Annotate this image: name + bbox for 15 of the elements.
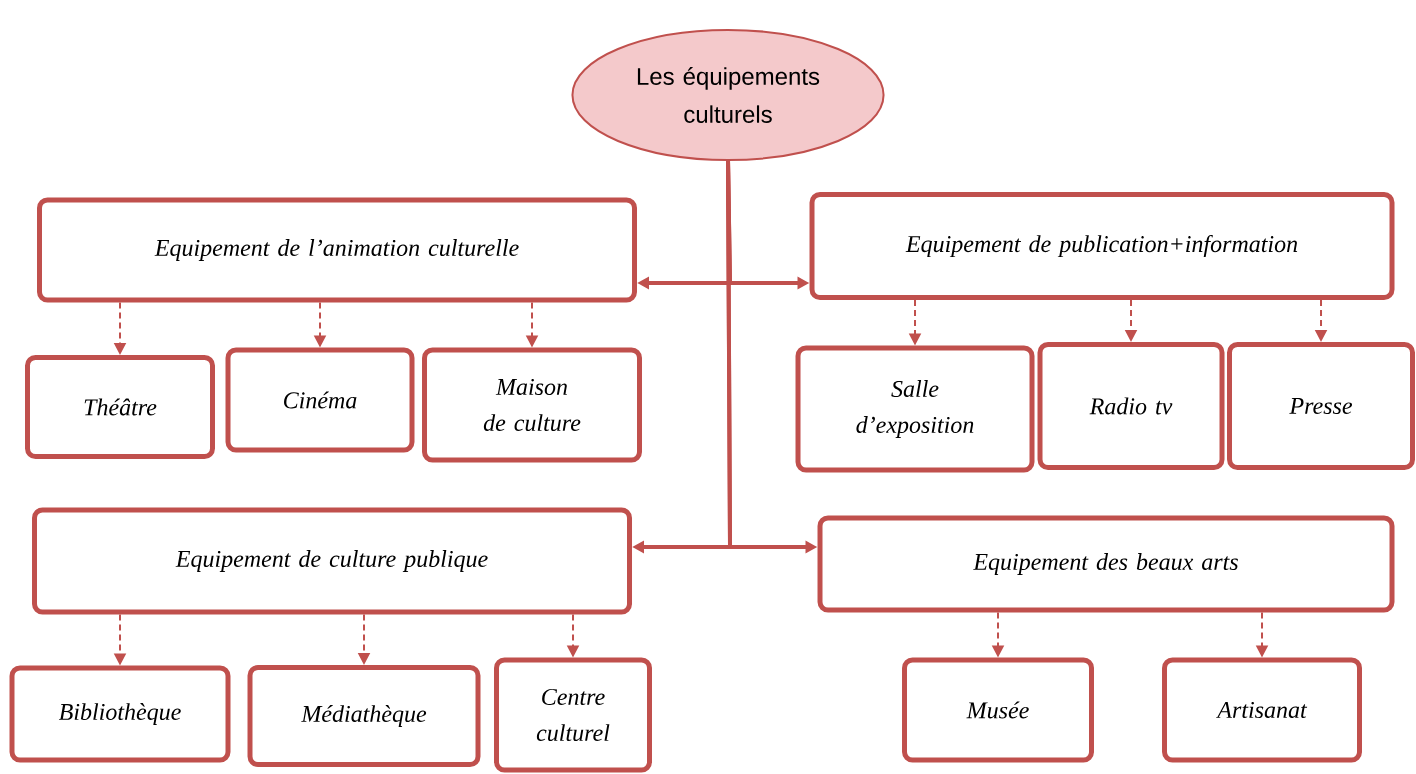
item-box: Radio tv — [1037, 342, 1225, 470]
item-box: Bibliothèque — [9, 665, 231, 763]
item-box: Théâtre — [25, 355, 215, 459]
category-box: Equipement de l’animation culturelle — [37, 197, 637, 303]
item-box: Médiathèque — [247, 665, 481, 767]
category-box: Equipement de publication+information — [809, 192, 1395, 300]
item-box: Cinéma — [225, 347, 415, 453]
category-box: Equipement de culture publique — [32, 507, 632, 615]
category-box: Equipement des beaux arts — [817, 515, 1395, 613]
item-box: Artisanat — [1162, 657, 1362, 763]
item-box: Presse — [1227, 342, 1415, 470]
item-box: Centre culturel — [494, 657, 652, 773]
item-box: Musée — [902, 657, 1094, 763]
item-box: Maison de culture — [422, 347, 642, 463]
item-box: Salle d’exposition — [795, 345, 1035, 473]
